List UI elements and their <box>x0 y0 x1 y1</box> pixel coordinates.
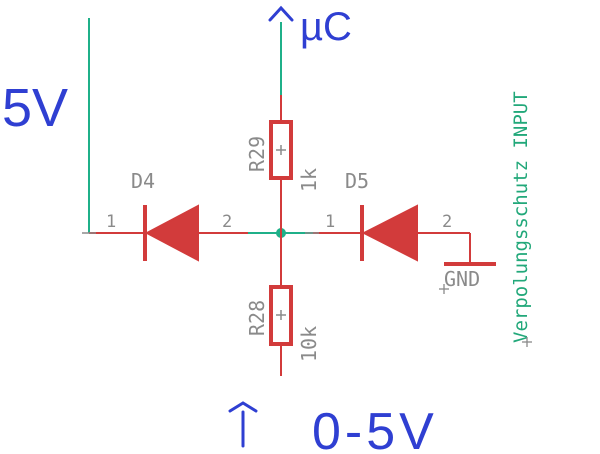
resistor-r29 <box>269 120 293 180</box>
d5-body <box>361 204 418 262</box>
r29-name-label: R29 <box>245 136 269 172</box>
diode-d5 <box>360 204 418 262</box>
annotation-5v: 5V <box>2 78 68 138</box>
component-leads <box>89 95 471 376</box>
r28-value-label: 10k <box>297 326 321 362</box>
d4-pin2-label: 2 <box>222 212 232 232</box>
net-label-input: Verpolungsschutz INPUT <box>510 91 532 343</box>
up-arrow-uc-icon <box>268 5 294 22</box>
d5-pin1-label: 1 <box>325 212 335 232</box>
d5-name-label: D5 <box>345 169 369 193</box>
gnd-origin <box>439 284 449 294</box>
annotation-uc: µC <box>300 5 352 49</box>
component-labels: D4 D5 1 2 1 2 GND R29 1k R28 10k <box>106 136 480 362</box>
resistor-r28 <box>269 285 293 346</box>
net-wires <box>88 18 313 234</box>
d5-pin2-label: 2 <box>442 212 452 232</box>
r29-value-label: 1k <box>297 168 321 192</box>
gnd-label: GND <box>444 267 480 291</box>
r28-name-label: R28 <box>245 300 269 336</box>
diode-d4 <box>143 204 199 262</box>
r29-body <box>269 120 293 180</box>
d4-body <box>144 204 199 262</box>
annotation-range: 0-5V <box>312 403 438 454</box>
net-label-origin <box>522 337 532 347</box>
d4-name-label: D4 <box>131 169 155 193</box>
r28-body <box>269 285 293 346</box>
up-arrow-input-icon <box>228 401 258 448</box>
d4-pin1-label: 1 <box>106 212 116 232</box>
